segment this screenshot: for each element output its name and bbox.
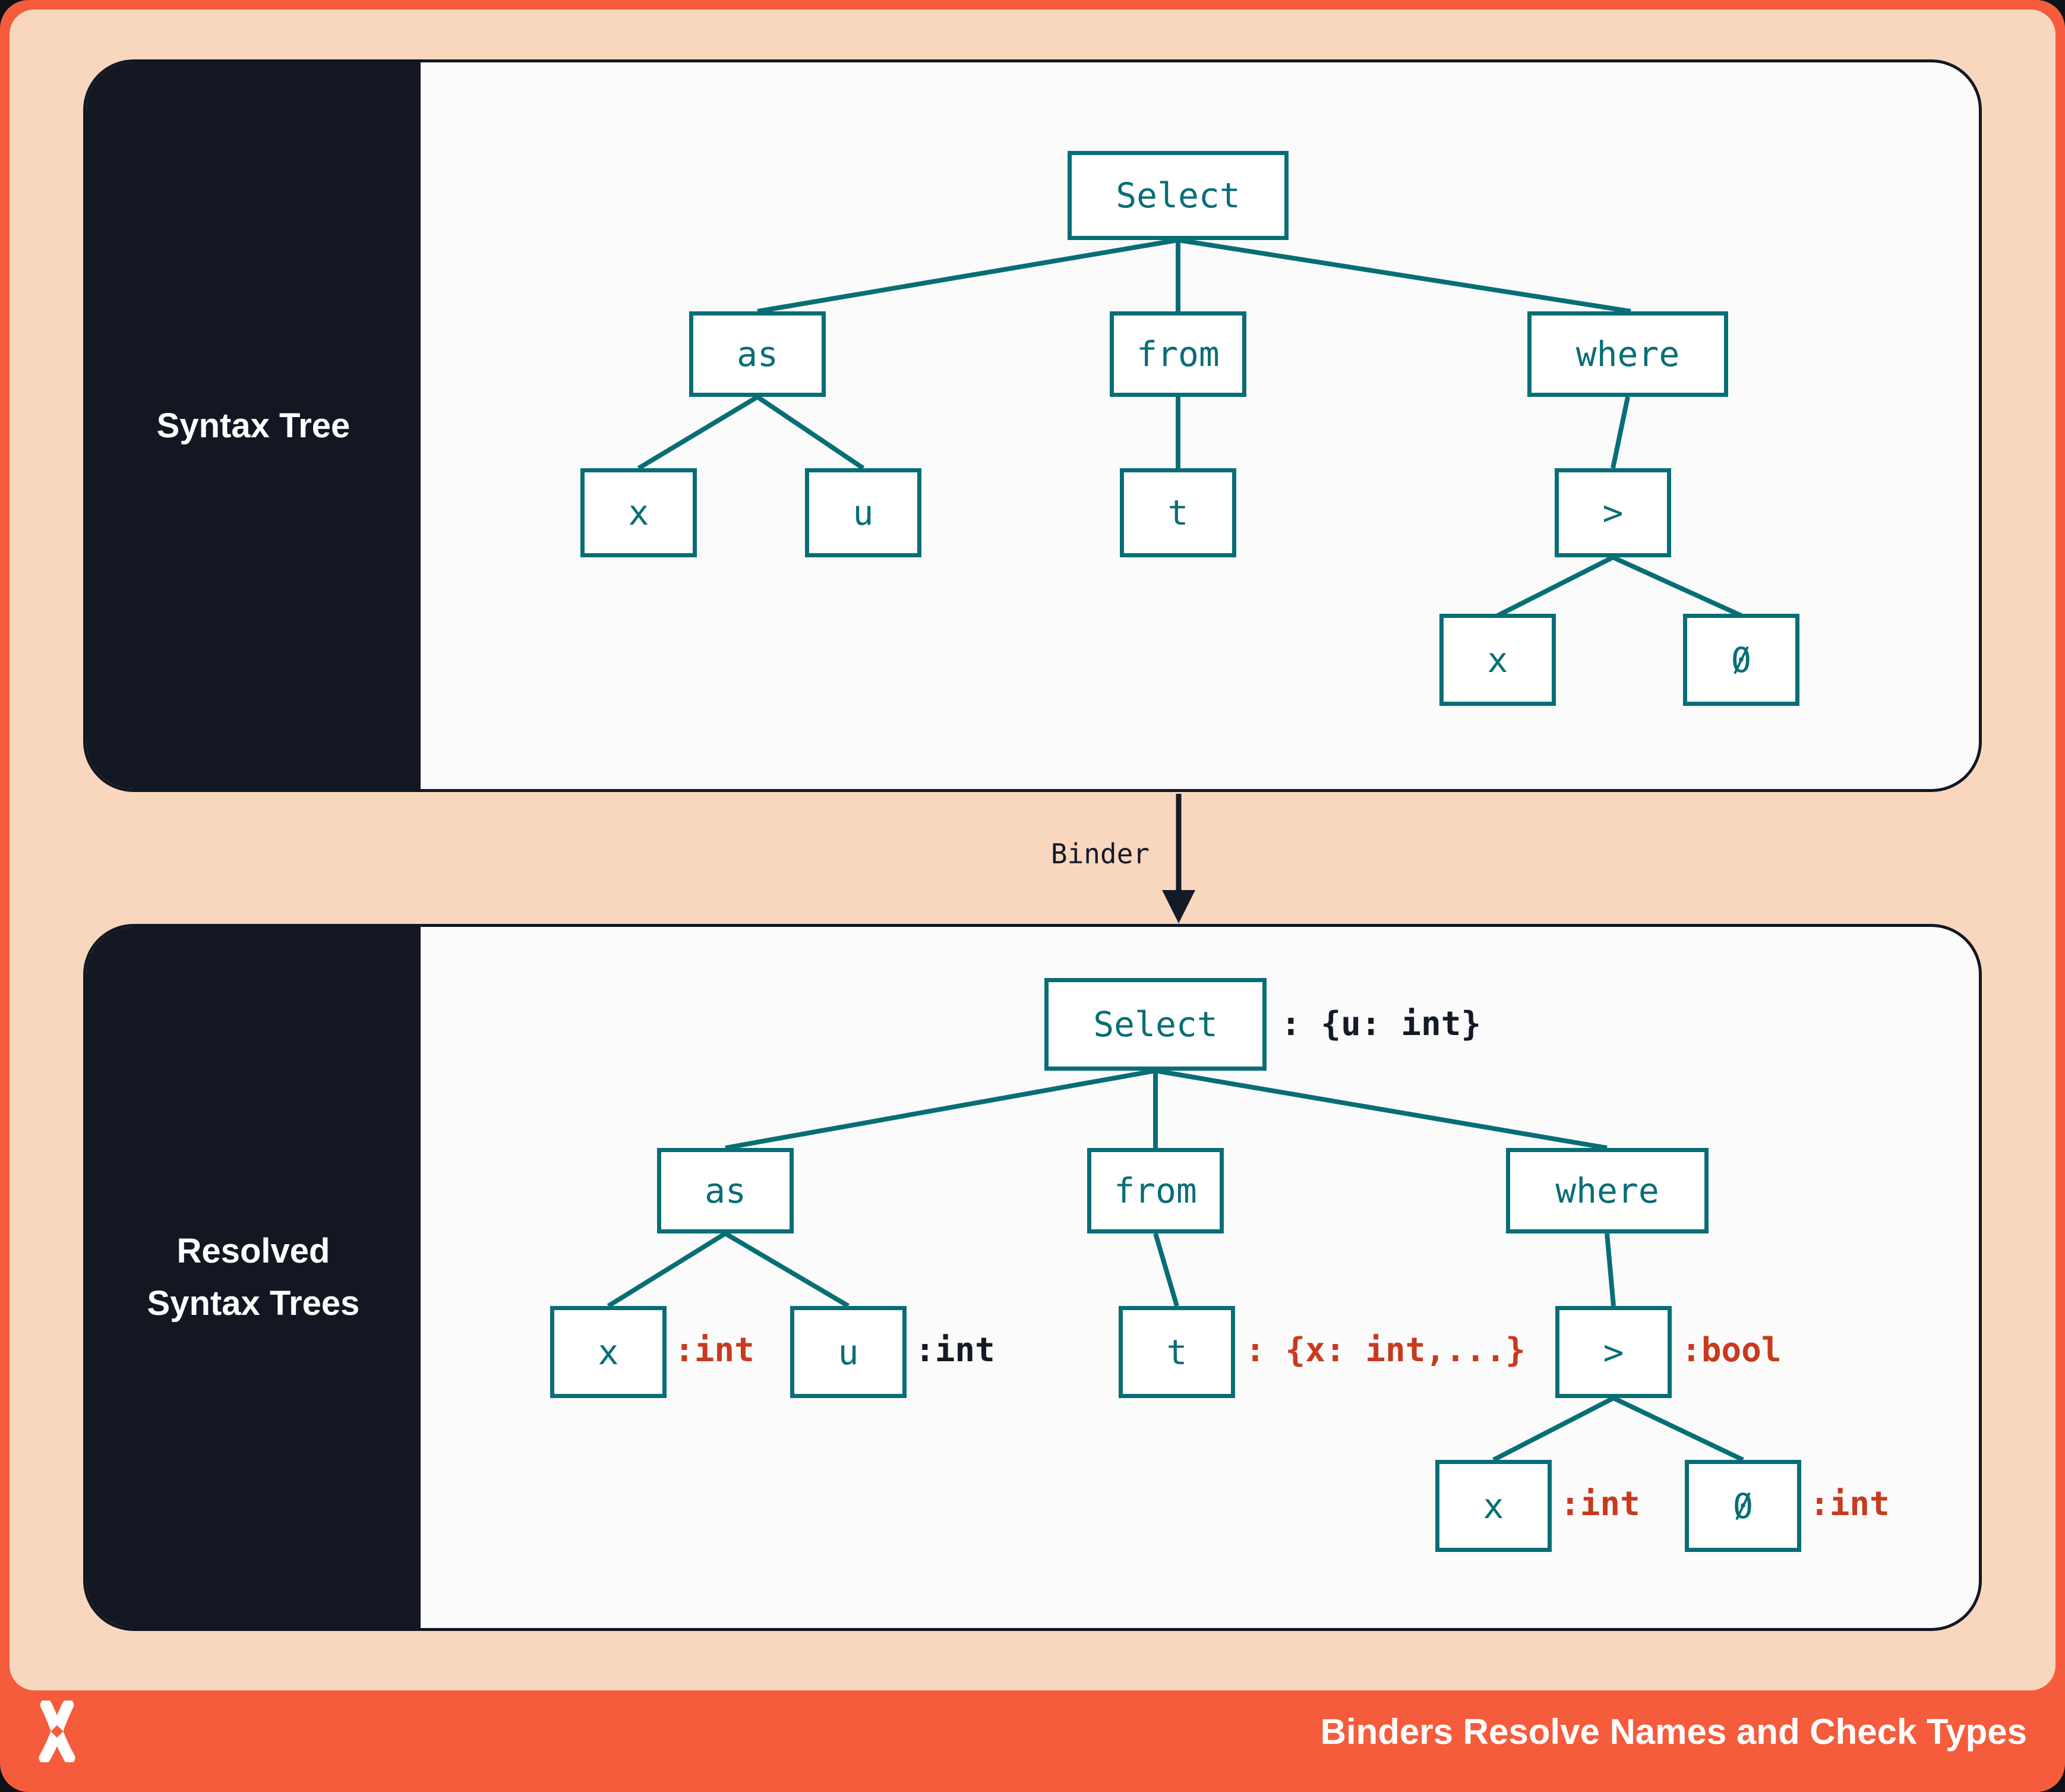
node-where-label: where [1575, 334, 1680, 374]
resolved-node-greater-than-label: > [1603, 1332, 1624, 1373]
node-where: where [1527, 311, 1728, 397]
resolved-node-x-gt-child: x [1435, 1460, 1552, 1552]
type-annotation-zero: :int [1810, 1485, 1890, 1523]
node-x-label: x [628, 493, 649, 533]
node-x-gt-child: x [1439, 614, 1556, 706]
resolved-node-greater-than: > [1555, 1306, 1672, 1398]
resolved-node-from-label: from [1114, 1171, 1197, 1211]
node-t-label: t [1167, 493, 1189, 533]
resolved-node-x-as-child: x [550, 1306, 667, 1398]
resolved-node-t-label: t [1166, 1332, 1188, 1373]
resolved-title-line1: Resolved [176, 1232, 330, 1270]
resolved-node-u-label: u [838, 1332, 859, 1373]
binder-label: Binder [1050, 838, 1150, 870]
resolved-node-from: from [1087, 1148, 1224, 1233]
type-annotation-x: :int [674, 1331, 754, 1370]
syntax-tree-sidebar: Syntax Tree [86, 62, 421, 789]
node-zero-label: 0 [1731, 639, 1752, 680]
resolved-trees-sidebar: Resolved Syntax Trees [86, 927, 421, 1628]
node-u-label: u [852, 493, 874, 533]
type-annotation-x2: :int [1560, 1485, 1640, 1523]
node-from-label: from [1136, 334, 1220, 374]
resolved-node-zero: 0 [1685, 1460, 1801, 1552]
node-zero: 0 [1683, 614, 1799, 706]
resolved-node-select-label: Select [1093, 1004, 1218, 1045]
resolved-node-t: t [1119, 1306, 1235, 1398]
resolved-node-x2-label: x [1483, 1485, 1504, 1526]
node-as: as [689, 311, 826, 397]
type-annotation-t: : {x: int,...} [1245, 1331, 1526, 1370]
node-select-label: Select [1116, 175, 1240, 216]
node-x-label: x [1487, 639, 1508, 680]
syntax-tree-panel-title: Syntax Tree [156, 406, 351, 445]
node-as-label: as [737, 334, 778, 374]
resolved-trees-panel-title: Resolved Syntax Trees [86, 1225, 421, 1330]
x-mark-logo [39, 1700, 75, 1762]
resolved-node-as-label: as [705, 1171, 746, 1211]
node-t: t [1120, 468, 1236, 557]
type-annotation-u: :int [915, 1331, 995, 1370]
node-from: from [1110, 311, 1246, 397]
resolved-node-as: as [657, 1148, 794, 1233]
node-greater-than-label: > [1602, 493, 1624, 533]
resolved-title-line2: Syntax Trees [147, 1284, 360, 1323]
resolved-node-where-label: where [1555, 1171, 1659, 1211]
syntax-tree-panel: Syntax Tree [83, 59, 1982, 792]
resolved-node-where: where [1506, 1148, 1709, 1233]
node-greater-than: > [1555, 468, 1671, 557]
type-annotation-greater-than: :bool [1681, 1331, 1782, 1370]
node-u: u [805, 468, 921, 557]
resolved-node-zero-label: 0 [1732, 1485, 1754, 1526]
resolved-node-u: u [790, 1306, 907, 1398]
type-annotation-select: : {u: int} [1281, 1005, 1482, 1043]
node-x-as-child: x [580, 468, 697, 557]
resolved-node-x-label: x [598, 1332, 619, 1373]
node-select: Select [1068, 151, 1289, 240]
slide-title: Binders Resolve Names and Check Types [1320, 1712, 2027, 1752]
resolved-node-select: Select [1044, 978, 1267, 1071]
resolved-trees-panel: Resolved Syntax Trees [83, 924, 1982, 1631]
